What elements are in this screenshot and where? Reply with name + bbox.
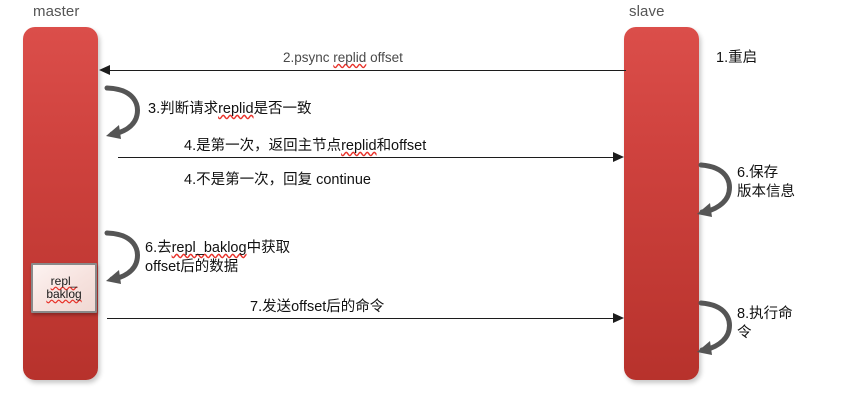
arrow-head-7-right <box>613 312 624 323</box>
actor-label-slave: slave <box>629 3 665 20</box>
arrow-head-4-right <box>613 151 624 162</box>
self-loop-arrow-6-master <box>104 228 147 286</box>
arrow-head-2-left <box>99 64 110 75</box>
lifeline-master[interactable] <box>23 27 98 380</box>
message-label-8: 8.执行命 令 <box>737 306 793 341</box>
message-label-7: 7.发送offset后的命令 <box>250 299 385 315</box>
message-line-4 <box>118 157 616 158</box>
message-label-3: 3.判断请求replid是否一致 <box>148 101 312 117</box>
side-note-restart: 1.重启 <box>716 50 758 66</box>
message-label-2: 2.psync replid offset <box>283 50 403 65</box>
repl-baklog-box[interactable]: repl_ baklog <box>31 263 97 313</box>
lifeline-slave[interactable] <box>624 27 699 380</box>
self-loop-arrow-3 <box>104 83 147 141</box>
repl-baklog-line-1: repl_ <box>50 273 78 288</box>
repl-baklog-line-2: baklog <box>46 287 82 301</box>
self-loop-arrow-6-slave <box>697 160 739 218</box>
message-line-2 <box>108 70 626 71</box>
message-label-4b: 4.不是第一次，回复 continue <box>184 172 371 188</box>
actor-label-master: master <box>33 3 80 20</box>
message-line-7 <box>107 318 616 319</box>
self-loop-arrow-8 <box>697 298 739 356</box>
message-label-6-slave: 6.保存 版本信息 <box>737 165 795 200</box>
message-label-4: 4.是第一次，返回主节点replid和offset <box>184 138 427 154</box>
